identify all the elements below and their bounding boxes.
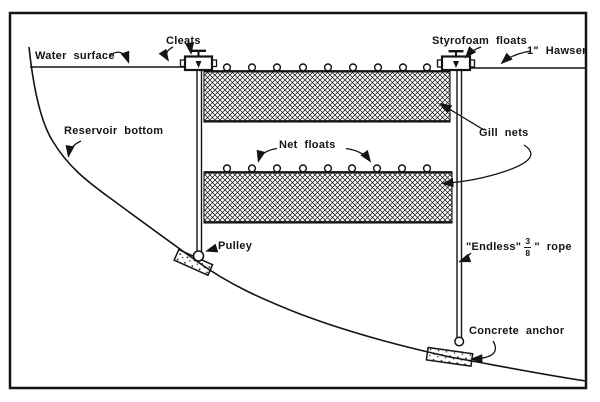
cleats-label: Cleats [166, 35, 201, 47]
fraction-numerator: 3 [524, 236, 532, 248]
cleats-arrow-left [158, 46, 174, 62]
pulley-label: Pulley [218, 240, 253, 252]
hawser-label: 1" Hawser [527, 45, 587, 57]
figure-frame [8, 11, 588, 390]
net-floats-arrow-left [256, 147, 278, 163]
upper-gill-net [203, 63, 451, 123]
rope-attach-mark [195, 61, 202, 68]
reservoir-bottom-arrow [65, 140, 82, 158]
water-surface-label: Water surface [35, 50, 115, 62]
gill-nets-label: Gill nets [479, 127, 529, 139]
left-cleat-float [179, 49, 218, 72]
endless-rope-suffix: " rope [534, 240, 572, 253]
gill-nets-arrow-lower [441, 144, 532, 188]
endless-rope-prefix: "Endless" [466, 240, 522, 253]
rope-size-fraction: 3 8 [524, 236, 532, 258]
reservoir-bottom-label: Reservoir bottom [64, 125, 164, 137]
pulley-arrow [205, 243, 219, 253]
lower-net-float-circles [222, 164, 432, 173]
rope-attach-mark [453, 61, 459, 68]
gill-nets-arrow-upper [439, 102, 485, 131]
pulley-wheel [192, 250, 205, 262]
concrete-anchor-arrow [470, 340, 497, 364]
net-floats-arrow-right [345, 147, 372, 163]
net-floats-label: Net floats [279, 139, 336, 151]
right-rope-ring [454, 336, 465, 347]
styrofoam-floats-arrow [464, 46, 482, 59]
cleats-arrow-center [185, 42, 195, 55]
right-cleat-float [436, 50, 476, 72]
lower-gill-net [203, 164, 453, 224]
styrofoam-floats-label: Styrofoam floats [432, 35, 528, 47]
endless-rope-label: "Endless" 3 8 " rope [466, 237, 572, 257]
left-endless-rope [196, 70, 203, 252]
hawser-arrow [500, 50, 532, 65]
concrete-anchor-label: Concrete anchor [469, 325, 565, 337]
fraction-denominator: 8 [525, 247, 531, 258]
right-concrete-anchor [425, 346, 474, 367]
endless-rope-arrow [458, 252, 472, 263]
upper-net-float-circles [222, 63, 432, 72]
water-surface-arrow [109, 50, 130, 64]
right-endless-rope [456, 70, 463, 338]
